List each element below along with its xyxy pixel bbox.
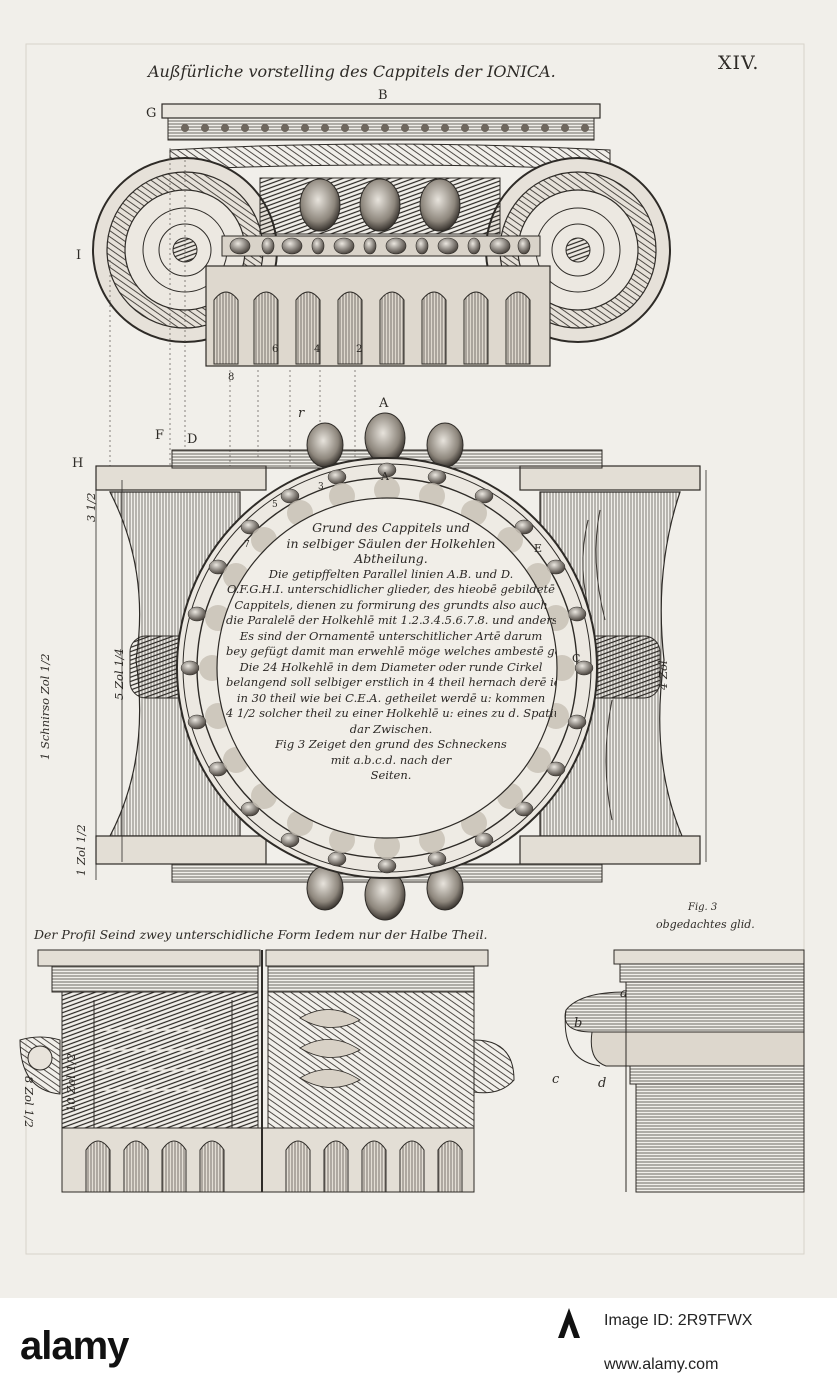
label-a-profile: a	[620, 986, 628, 1001]
alamy-a-icon	[558, 1308, 580, 1338]
watermark-bar: alamy Image ID: 2R9TFWX www.alamy.com	[0, 1298, 837, 1390]
label-c: C	[572, 652, 581, 665]
capital-plan	[95, 412, 707, 921]
label-b: B	[378, 88, 388, 103]
dim-8-zol: 8 Zol 1/2	[22, 1076, 36, 1128]
dim-5-zol: 5 Zol 1/4	[112, 648, 126, 700]
profile-caption: Der Profil Seind zwey unterschidliche Fo…	[34, 927, 488, 942]
label-r: r	[298, 406, 305, 421]
capital-profiles	[19, 949, 515, 1193]
dim-1-zol: 1 Zol 1/2	[74, 824, 88, 876]
label-3: 3	[318, 482, 324, 492]
moulding-profile-fig3	[564, 949, 805, 1193]
label-a-top: A	[379, 396, 389, 411]
label-i: I	[76, 248, 82, 263]
label-5: 5	[272, 500, 278, 510]
plate-title: Außfürliche vorstelling des Cappitels de…	[148, 62, 556, 81]
capital-elevation	[92, 103, 671, 480]
label-b-profile: b	[574, 1016, 583, 1031]
inscription-line: in 30 theil wie bei C.E.A. getheilet wer…	[236, 690, 546, 705]
inscription-line: die Paralelē der Holkehlē mit 1.2.3.4.5.…	[226, 613, 556, 627]
inscription-line: in selbiger Säulen der Holkehlen	[286, 535, 496, 551]
label-f: F	[155, 428, 165, 443]
inscription-line: Fig 3 Zeiget den grund des Schneckens	[275, 737, 507, 751]
label-4: 4	[314, 344, 321, 355]
dim-3-1-2: 3 1/2	[84, 492, 98, 522]
alamy-logo: alamy	[20, 1324, 129, 1368]
watermark-url: www.alamy.com	[604, 1356, 719, 1373]
label-6: 6	[272, 344, 279, 355]
inscription-line: Die getipffelten Parallel linien A.B. un…	[268, 566, 514, 581]
image-id: Image ID: 2R9TFWX	[604, 1312, 753, 1329]
label-7: 7	[244, 540, 250, 550]
inscription-line: dar Zwischen.	[349, 721, 433, 736]
label-e: E	[534, 542, 543, 555]
label-2: 2	[356, 344, 363, 355]
inscription-line: Grund des Cappitels und	[312, 520, 470, 535]
label-c-profile: c	[552, 1072, 560, 1087]
inscription-line: Die 24 Holkehlē in dem Diameter oder run…	[239, 659, 543, 674]
label-g: G	[146, 106, 157, 121]
label-h: H	[72, 456, 84, 471]
inscription-line: O.F.G.H.I. unterschidlicher glieder, des…	[227, 582, 555, 596]
inscription-line: bey gefügt damit man erwehlē möge welche…	[226, 644, 556, 658]
inscription-line: 4 1/2 solcher theil zu einer Holkehlē u:…	[226, 706, 556, 720]
label-d: D	[187, 432, 198, 447]
inscription-line: mit a.b.c.d. nach der	[330, 752, 452, 767]
dim-4-zol: 4 Zol	[656, 660, 670, 690]
inscription-line: Es sind der Ornamentē unterschitlicher A…	[239, 628, 543, 643]
plate-number: XIV.	[718, 52, 760, 74]
engraving-artwork	[19, 43, 805, 1255]
engraving-plate: Außfürliche vorstelling des Cappitels de…	[0, 0, 837, 1298]
glid-label: obgedachtes glid.	[656, 918, 755, 931]
inscription-line: Abtheilung.	[354, 551, 428, 566]
inscription-line: Cappitels, dienen zu formirung des grund…	[234, 597, 548, 612]
label-8: 8	[228, 372, 235, 383]
inscription-text: Grund des Cappitels und in selbiger Säul…	[226, 520, 556, 784]
inscription-line: belangend soll selbiger erstlich in 4 th…	[226, 675, 556, 689]
dim-schnirso: 1 Schnirso Zol 1/2	[38, 653, 52, 760]
label-a-inner: A	[381, 470, 389, 483]
inscription-line: Seiten.	[370, 768, 412, 782]
label-d-profile: d	[598, 1076, 607, 1091]
dim-10-zol: 10 Zol 1/2	[64, 1052, 78, 1112]
fig-label: Fig. 3	[688, 902, 718, 913]
